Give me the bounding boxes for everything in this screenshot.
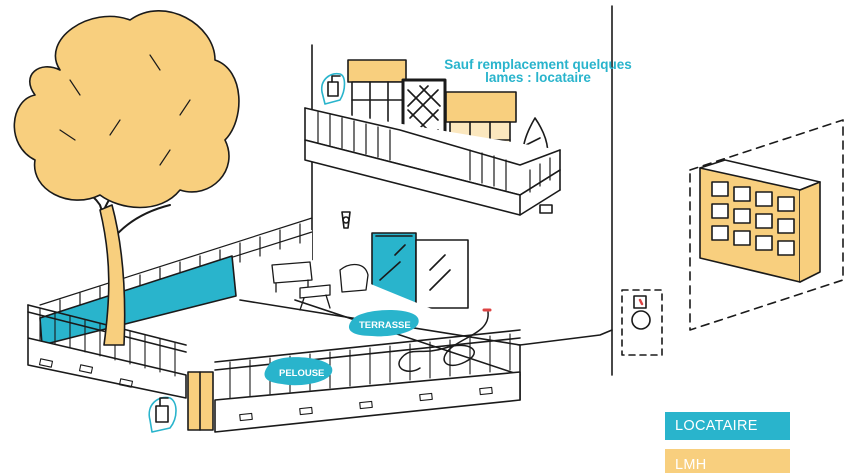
legend-locataire-label: LOCATAIRE [675, 418, 758, 434]
pelouse-zone: PELOUSE [265, 357, 333, 385]
balcony-annotation: Sauf remplacement quelques lames : locat… [428, 58, 648, 84]
pelouse-label: PELOUSE [279, 368, 324, 379]
legend-lmh: LMH [665, 449, 790, 473]
electric-meter-icon [622, 290, 662, 355]
spray-bottle-icon [322, 74, 345, 104]
outdoor-lamp-right-icon [540, 205, 552, 213]
legend-lmh-label: LMH [675, 457, 707, 473]
annotation-line-2: lames : locataire [428, 71, 648, 84]
letterbox-icon [700, 160, 820, 282]
spray-bottle-garden-icon [149, 397, 176, 432]
terrasse-label: TERRASSE [359, 320, 411, 331]
outdoor-lamp-icon [342, 212, 350, 228]
gate-icon [188, 372, 213, 430]
legend-locataire: LOCATAIRE [665, 412, 790, 440]
